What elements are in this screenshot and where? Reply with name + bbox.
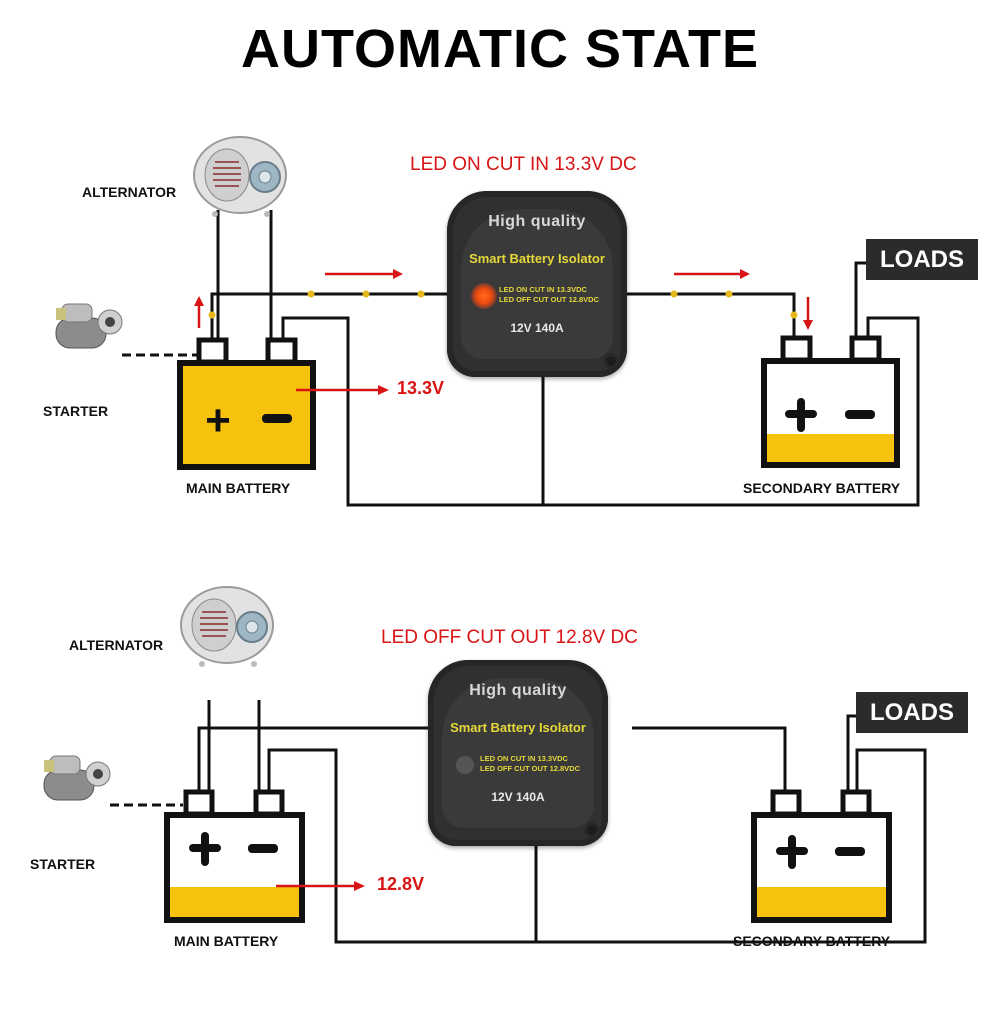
alternator-icon — [180, 586, 274, 667]
wiring-diagram — [43, 586, 927, 944]
flow-arrow-up — [194, 296, 204, 306]
alternator-icon — [193, 136, 287, 217]
isolator-brand-line: High quality — [469, 682, 567, 699]
main-battery: + — [177, 337, 316, 470]
mounting-screw-icon — [584, 822, 600, 838]
junction-dot — [307, 290, 315, 298]
led-indicator-off — [456, 756, 474, 774]
flow-arrow-right-1 — [393, 269, 403, 279]
main-to-isolator-wire — [197, 726, 430, 794]
isolator-spec-line-1: LED ON CUT IN 13.3VDC — [480, 754, 568, 763]
starter-icon — [55, 303, 123, 349]
secondary-battery-terminal-negative — [840, 789, 872, 817]
main-battery-label: MAIN BATTERY — [174, 933, 279, 949]
isolator-name: Smart Battery Isolator — [469, 251, 605, 266]
isolator-to-secondary-wire — [620, 292, 796, 343]
isolator-face — [442, 678, 594, 828]
secondary-battery-charge-level — [767, 434, 894, 462]
isolator-spec: LED ON CUT IN 13.3VDC LED OFF CUT OUT 12… — [480, 754, 580, 774]
flow-arrows — [194, 269, 813, 395]
smart-battery-isolator: High quality Smart Battery Isolator LED … — [447, 191, 627, 377]
secondary-battery-terminal-positive — [770, 789, 802, 817]
alternator-label: ALTERNATOR — [69, 637, 164, 653]
wiring-diagram: + — [55, 136, 920, 507]
loads-box: LOADS — [856, 692, 968, 733]
secondary-battery-minus — [845, 410, 875, 419]
main-battery — [164, 789, 305, 923]
isolator-rating: 12V 140A — [510, 321, 564, 335]
flow-arrow-right-2 — [740, 269, 750, 279]
isolator-spec: LED ON CUT IN 13.3VDC LED OFF CUT OUT 12… — [499, 285, 599, 305]
junction-dot — [417, 290, 425, 298]
isolator-spec-line-2: LED OFF CUT OUT 12.8VDC — [499, 295, 600, 304]
secondary-battery-label: SECONDARY BATTERY — [733, 933, 891, 949]
isolator-rating: 12V 140A — [491, 790, 545, 804]
state-label: LED ON CUT IN 13.3V DC — [410, 154, 637, 175]
secondary-battery-minus — [835, 847, 865, 856]
junction-dot — [208, 311, 216, 319]
isolator-spec-line-1: LED ON CUT IN 13.3VDC — [499, 285, 587, 294]
isolator-brand-line: High quality — [488, 213, 586, 230]
main-to-isolator-wire — [210, 292, 450, 343]
isolator-name: Smart Battery Isolator — [450, 720, 586, 735]
secondary-battery-plus-v — [797, 398, 805, 432]
isolator-to-secondary-wire — [632, 726, 787, 794]
main-battery-label: MAIN BATTERY — [186, 480, 291, 496]
secondary-battery — [751, 789, 892, 923]
loads-wire — [854, 261, 866, 343]
ground-wire — [267, 748, 927, 944]
main-battery-charge-level — [183, 366, 310, 464]
junction-dot — [790, 311, 798, 319]
voltage-label: 12.8V — [377, 874, 425, 894]
alternator-label: ALTERNATOR — [82, 184, 177, 200]
starter-label: STARTER — [43, 403, 109, 419]
starter-icon — [43, 755, 111, 801]
secondary-battery-terminal-negative — [849, 335, 882, 363]
flow-arrows — [276, 881, 365, 891]
main-battery-terminal-positive — [196, 337, 229, 365]
mounting-screw-icon — [603, 353, 619, 369]
state-label: LED OFF CUT OUT 12.8V DC — [381, 627, 638, 648]
main-battery-charge-level — [170, 887, 299, 917]
current-dots — [208, 290, 798, 319]
secondary-battery — [761, 335, 900, 468]
starter-label: STARTER — [30, 856, 96, 872]
secondary-battery-charge-level — [757, 887, 886, 917]
junction-dot — [362, 290, 370, 298]
junction-dot — [725, 290, 733, 298]
main-battery-plus-v — [201, 832, 209, 866]
panel-cut-out-state: ALTERNATOR STARTER MAIN BATTERY SECONDAR… — [0, 560, 1000, 1020]
voltage-arrow — [378, 385, 389, 395]
panel-cut-in-state: + — [0, 100, 1000, 560]
main-battery-terminal-positive — [183, 789, 215, 817]
secondary-battery-terminal-positive — [780, 335, 813, 363]
voltage-arrow — [354, 881, 365, 891]
flow-arrow-down — [803, 320, 813, 330]
secondary-battery-plus-v — [788, 835, 796, 869]
isolator-spec-line-2: LED OFF CUT OUT 12.8VDC — [480, 764, 581, 773]
page-title: AUTOMATIC STATE — [241, 19, 759, 79]
voltage-label: 13.3V — [397, 378, 445, 398]
ground-wire — [281, 316, 920, 507]
main-battery-plus: + — [205, 396, 231, 445]
main-battery-minus — [248, 844, 278, 853]
led-indicator-on — [471, 283, 497, 309]
junction-dot — [670, 290, 678, 298]
smart-battery-isolator: High quality Smart Battery Isolator LED … — [428, 660, 608, 846]
loads-wire — [846, 714, 856, 794]
secondary-battery-label: SECONDARY BATTERY — [743, 480, 901, 496]
main-battery-terminal-negative — [265, 337, 298, 365]
main-battery-minus — [262, 414, 292, 423]
loads-box: LOADS — [866, 239, 978, 280]
main-battery-terminal-negative — [253, 789, 285, 817]
